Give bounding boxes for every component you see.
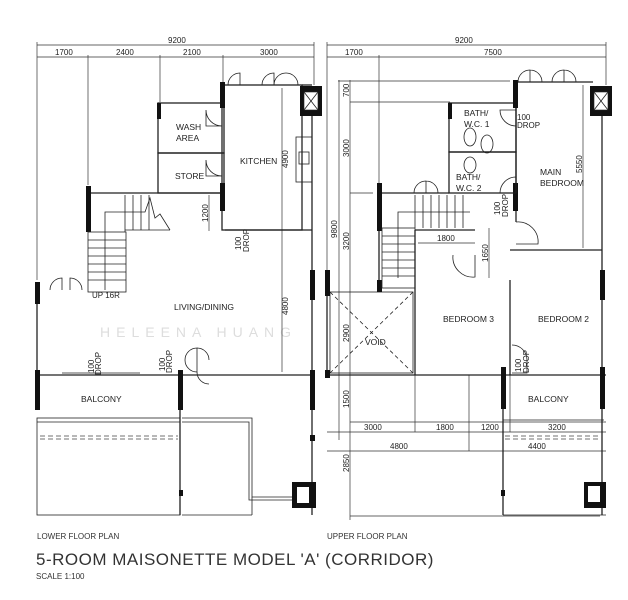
drop-num: 100 [493, 201, 502, 215]
dim-1200: 1200 [201, 204, 210, 222]
dim-1700: 1700 [55, 48, 73, 57]
dim-2900: 2900 [342, 324, 351, 342]
dim-9800: 9800 [330, 220, 339, 238]
drop-note: DROP [517, 121, 540, 130]
main-bedroom-label-a: MAIN [540, 167, 561, 177]
dim-5550: 5550 [575, 155, 584, 173]
main-bedroom-label-b: BEDROOM [540, 178, 584, 188]
dim-2400: 2400 [116, 48, 134, 57]
upper-floor-plan: 9200 1700 7500 700 3000 3200 9800 2900 1… [325, 36, 612, 541]
lower-floor-plan-label: LOWER FLOOR PLAN [37, 532, 119, 541]
upper-dimensions: 9200 1700 7500 700 3000 3200 9800 2900 1… [326, 36, 607, 520]
drop-note: DROP [165, 350, 174, 373]
dim-4800: 4800 [281, 297, 290, 315]
lower-doors [49, 72, 299, 385]
dim-1650: 1650 [481, 244, 490, 262]
dim-3000-v: 3000 [342, 139, 351, 157]
dim-3200-v: 3200 [342, 232, 351, 250]
upper-stairs [381, 195, 470, 289]
upper-doors [413, 69, 577, 374]
kitchen-label: KITCHEN [240, 156, 277, 166]
lower-stairs [87, 195, 171, 293]
dim-4400-b: 4400 [528, 442, 546, 451]
upper-walls [325, 80, 612, 516]
dim-1800-h: 1800 [437, 234, 455, 243]
upper-floor-plan-label: UPPER FLOOR PLAN [327, 532, 408, 541]
kitchen-sink [295, 136, 313, 183]
lower-balcony-label: BALCONY [81, 394, 122, 404]
drop-num: 100 [514, 358, 523, 372]
dim-700: 700 [342, 83, 351, 97]
drop-note: DROP [242, 229, 251, 252]
void-area [329, 291, 414, 374]
dim-1200-b: 1200 [481, 423, 499, 432]
bath1-label-a: BATH/ [464, 108, 489, 118]
wash-area-door [205, 109, 223, 127]
dim-4800-b: 4800 [390, 442, 408, 451]
drop-num: 100 [234, 236, 243, 250]
store-label: STORE [175, 171, 204, 181]
bath2-label-b: W.C. 2 [456, 183, 482, 193]
dim-4900: 4900 [281, 150, 290, 168]
dim-total: 9200 [168, 36, 186, 45]
dim-7500: 7500 [484, 48, 502, 57]
stair-up-note: UP 16R [92, 291, 120, 300]
drop-note: DROP [94, 352, 103, 375]
bath2-label-a: BATH/ [456, 172, 481, 182]
dim-1700: 1700 [345, 48, 363, 57]
bath1-label-b: W.C. 1 [464, 119, 490, 129]
dim-1800-b: 1800 [436, 423, 454, 432]
void-label: VOID [365, 337, 386, 347]
wash-label: WASH [176, 122, 201, 132]
upper-balcony-label: BALCONY [528, 394, 569, 404]
drawing-title: 5-ROOM MAISONETTE MODEL 'A' (CORRIDOR) [36, 550, 434, 569]
drop-note: DROP [522, 350, 531, 373]
scale-label: SCALE 1:100 [36, 572, 85, 581]
dim-3000-b: 3000 [364, 423, 382, 432]
drop-num: 100 [517, 113, 531, 122]
area-label: AREA [176, 133, 199, 143]
lower-floor-plan: 9200 1700 2400 2100 3000 4900 4800 1200 [35, 36, 322, 541]
lower-walls [35, 82, 322, 516]
drop-num: 100 [87, 359, 96, 373]
dim-3200-b: 3200 [548, 423, 566, 432]
drop-note: DROP [501, 194, 510, 217]
dim-3000: 3000 [260, 48, 278, 57]
bedroom3-label: BEDROOM 3 [443, 314, 494, 324]
dim-total: 9200 [455, 36, 473, 45]
dim-2850: 2850 [342, 454, 351, 472]
living-dining-label: LIVING/DINING [174, 302, 234, 312]
lower-dimensions: 9200 1700 2400 2100 3000 4900 4800 1200 [36, 36, 315, 372]
drop-num: 100 [158, 357, 167, 371]
dim-2100: 2100 [183, 48, 201, 57]
dim-1500: 1500 [342, 390, 351, 408]
watermark: HELEENA HUANG [100, 324, 297, 340]
bedroom2-label: BEDROOM 2 [538, 314, 589, 324]
